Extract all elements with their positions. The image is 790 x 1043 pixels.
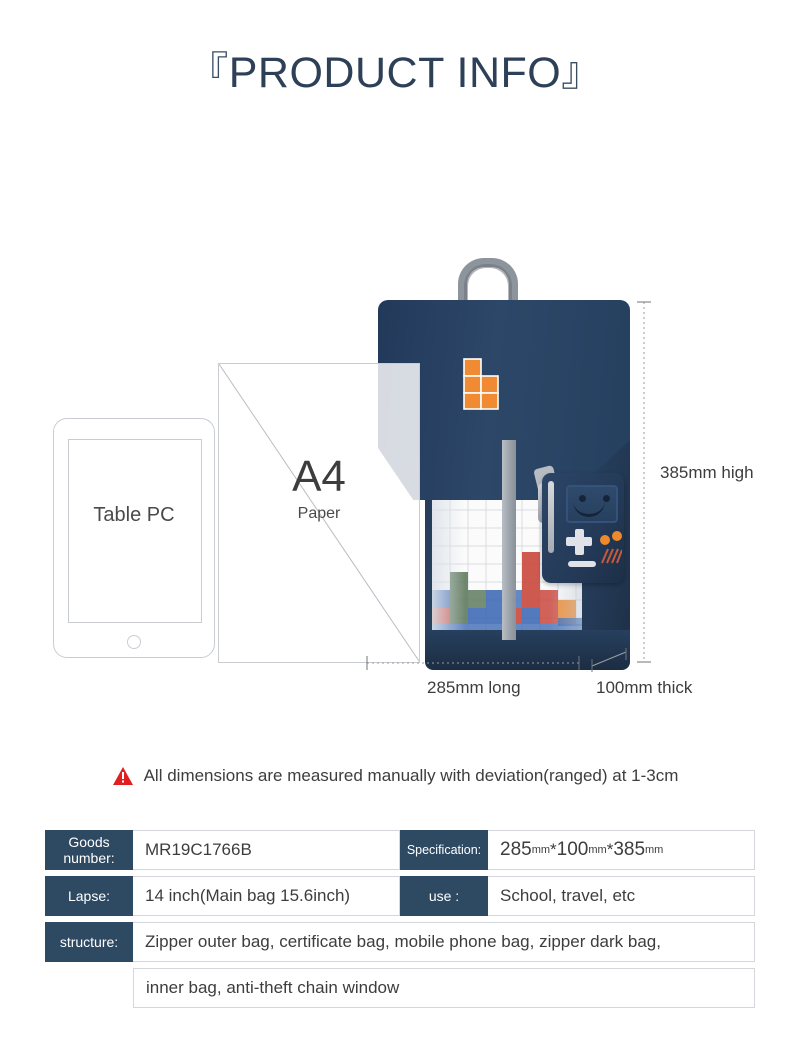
tablet-screen	[68, 439, 202, 623]
bracket-open: 『	[188, 50, 229, 94]
spec-label-specification: Specification:	[400, 830, 488, 870]
dimension-label-length: 285mm long	[427, 678, 521, 697]
spec-unit-1: mm	[531, 844, 551, 856]
spec-label-structure-spacer	[45, 968, 133, 1008]
a4-diagonal-line-icon	[219, 364, 419, 662]
page-title: 『PRODUCT INFO』	[188, 52, 602, 95]
spec-dim-length: 285	[500, 839, 532, 860]
pouch-button-b	[612, 531, 622, 541]
spec-dim-thickness: 100	[556, 839, 589, 860]
spec-unit-2: mm	[588, 844, 607, 856]
spec-value-lapse: 14 inch(Main bag 15.6inch)	[133, 876, 400, 916]
backpack-handle-inner	[464, 264, 512, 306]
backpack-image	[350, 255, 640, 670]
table-row: Lapse: 14 inch(Main bag 15.6inch) use : …	[45, 876, 755, 916]
dimension-label-height: 385mm high	[660, 463, 754, 482]
spec-dim-height: 385	[613, 839, 646, 860]
page-title-container: 『PRODUCT INFO』	[0, 52, 790, 95]
side-pouch	[542, 473, 624, 583]
dimension-label-thickness: 100mm thick	[596, 678, 693, 697]
dimension-line-length	[366, 656, 580, 670]
tablet-outline	[53, 418, 215, 658]
pouch-zipper-icon	[548, 481, 554, 553]
spec-value-goods-number: MR19C1766B	[133, 830, 400, 870]
spec-cell-use: use : School, travel, etc	[400, 876, 755, 916]
spec-cell-goods-number: Goods number: MR19C1766B	[45, 830, 400, 870]
backpack-handle	[458, 258, 518, 306]
pouch-speaker-lines-icon	[601, 548, 622, 564]
spec-sep-2: *	[606, 840, 614, 859]
spec-sep-1: *	[550, 840, 557, 859]
measurement-note-text: All dimensions are measured manually wit…	[143, 766, 679, 785]
spec-unit-3: mm	[645, 844, 664, 856]
table-row: structure: Zipper outer bag, certificate…	[45, 922, 755, 962]
tablet-label: Table PC	[93, 504, 175, 526]
pouch-face-smile	[573, 501, 605, 517]
measurement-note: All dimensions are measured manually wit…	[0, 766, 790, 786]
pouch-start-bar	[568, 561, 596, 567]
table-row: Goods number: MR19C1766B Specification: …	[45, 830, 755, 870]
backpack-center-strap	[502, 440, 516, 640]
pouch-dpad-icon-vertical	[574, 528, 584, 555]
dimension-line-thickness	[591, 648, 627, 672]
a4-paper-outline	[218, 363, 420, 663]
bracket-close: 』	[561, 50, 602, 94]
spec-label-lapse: Lapse:	[45, 876, 133, 916]
spec-table: Goods number: MR19C1766B Specification: …	[45, 830, 755, 1014]
dimension-line-height	[637, 301, 651, 663]
spec-value-structure-line1: Zipper outer bag, certificate bag, mobil…	[133, 922, 755, 962]
pouch-face-eye-left	[579, 495, 586, 502]
tetris-l-logo-icon	[463, 358, 499, 410]
page-title-text: PRODUCT INFO	[228, 49, 562, 97]
tablet-home-button-icon	[127, 635, 141, 649]
spec-label-goods-number: Goods number:	[45, 830, 133, 870]
spec-value-use: School, travel, etc	[488, 876, 755, 916]
pouch-button-a	[600, 535, 610, 545]
spec-label-use: use :	[400, 876, 488, 916]
pouch-face-eye-right	[603, 495, 610, 502]
warning-triangle-icon	[112, 767, 133, 785]
spec-label-structure: structure:	[45, 922, 133, 962]
spec-cell-lapse: Lapse: 14 inch(Main bag 15.6inch)	[45, 876, 400, 916]
table-row: inner bag, anti-theft chain window	[45, 968, 755, 1008]
spec-value-structure-line2: inner bag, anti-theft chain window	[133, 968, 755, 1008]
product-illustration: Table PC	[0, 240, 790, 710]
